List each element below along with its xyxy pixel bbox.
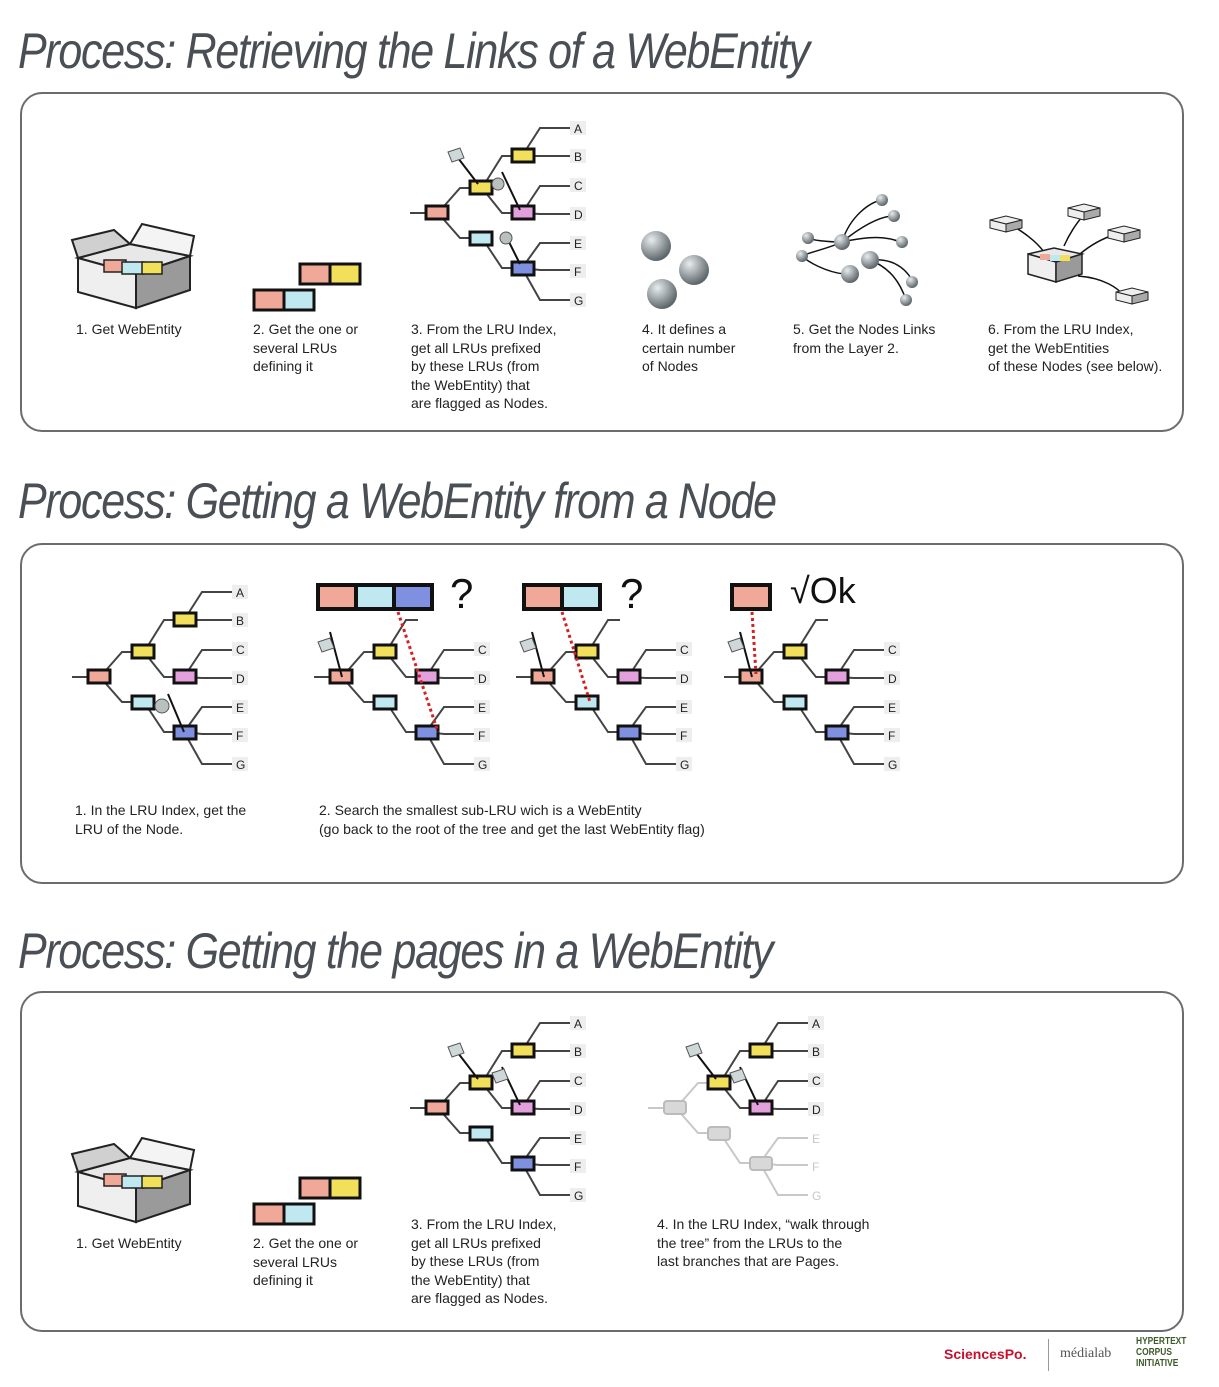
leaf-label: G <box>574 1189 583 1203</box>
leaf-label: B <box>574 150 582 164</box>
leaf-label: C <box>574 179 583 193</box>
leaf-label: C <box>888 643 897 657</box>
leaf-label: F <box>888 729 895 743</box>
lru-tree-diagram: A B C D E F G <box>410 121 586 308</box>
sciencespo-logo: SciencesPo. <box>944 1346 1027 1362</box>
leaf-label: F <box>236 729 243 743</box>
nodes-spheres-icon <box>641 231 709 309</box>
lru-tree-node-diagram: A B C D E F G <box>72 585 248 772</box>
question-mark: ? <box>450 570 474 617</box>
leaf-label: G <box>236 758 245 772</box>
caption-get-webentity: 1. Get WebEntity <box>76 321 182 337</box>
leaf-label: G <box>574 294 583 308</box>
leaf-label: C <box>478 643 487 657</box>
leaf-label: D <box>236 672 245 686</box>
leaf-label: D <box>478 672 487 686</box>
leaf-label: B <box>812 1045 820 1059</box>
leaf-label: C <box>812 1074 821 1088</box>
lru-one-block <box>730 583 772 611</box>
section-title-pages: Process: Getting the pages in a WebEntit… <box>18 923 773 979</box>
leaf-label: C <box>680 643 689 657</box>
lru-tree-search-1: C D E F G <box>314 611 490 772</box>
hci-logo: HYPERTEXT CORPUS INITIATIVE <box>1136 1335 1187 1369</box>
leaf-label: E <box>574 237 582 251</box>
lru-tree-search-2: C D E F G <box>516 611 692 772</box>
leaf-label-faded: G <box>812 1189 821 1203</box>
caption-get-lrus: 2. Get the one or several LRUs defining … <box>253 321 359 374</box>
lru-tree-walk-diagram: A B C D E F G <box>648 1016 824 1203</box>
logo-divider <box>1048 1339 1049 1371</box>
leaf-label: D <box>680 672 689 686</box>
leaf-label: A <box>574 1017 582 1031</box>
caption-walk-tree: 4. In the LRU Index, “walk through the t… <box>657 1216 870 1269</box>
caption-defines-nodes: 4. It defines a certain number of Nodes <box>642 321 736 374</box>
leaf-label: F <box>574 265 581 279</box>
leaf-label-faded: E <box>812 1132 820 1146</box>
leaf-label: C <box>236 643 245 657</box>
webentity-box-icon <box>70 222 196 310</box>
caption-lru-index-nodes: 3. From the LRU Index, get all LRUs pref… <box>411 321 557 411</box>
leaf-label: G <box>888 758 897 772</box>
ok-label: √Ok <box>790 570 856 611</box>
question-mark: ? <box>620 570 644 617</box>
leaf-label: F <box>574 1160 581 1174</box>
leaf-label: G <box>680 758 689 772</box>
leaf-label: E <box>478 701 486 715</box>
leaf-label: E <box>236 701 244 715</box>
caption-lru-index-nodes: 3. From the LRU Index, get all LRUs pref… <box>411 1216 557 1306</box>
caption-get-lrus: 2. Get the one or several LRUs defining … <box>253 1235 359 1288</box>
leaf-label: A <box>812 1017 820 1031</box>
leaf-label: B <box>574 1045 582 1059</box>
lru-tree-diagram: A B C D E F G <box>410 1016 586 1203</box>
medialab-logo: médialab <box>1060 1346 1112 1361</box>
section-title-links: Process: Retrieving the Links of a WebEn… <box>18 23 810 79</box>
leaf-label: D <box>574 1103 583 1117</box>
leaf-label: A <box>236 586 244 600</box>
caption-node-links: 5. Get the Nodes Links from the Layer 2. <box>793 321 936 356</box>
leaf-label: C <box>574 1074 583 1088</box>
caption-get-webentity: 1. Get WebEntity <box>76 1235 182 1251</box>
webentity-box-icon <box>70 1136 196 1224</box>
lru-tree-search-3: C D E F G <box>724 611 900 772</box>
leaf-label: A <box>574 122 582 136</box>
leaf-label: D <box>812 1103 821 1117</box>
panel-links <box>20 92 1184 432</box>
leaf-label: E <box>888 701 896 715</box>
leaf-label: E <box>680 701 688 715</box>
leaf-label: D <box>888 672 897 686</box>
lru-two-block <box>522 583 602 611</box>
lru-three-block <box>316 583 434 611</box>
caption-get-webentities: 6. From the LRU Index, get the WebEntiti… <box>988 321 1163 374</box>
panel-pages <box>20 991 1184 1332</box>
lru-blocks-icon <box>252 262 362 312</box>
lru-blocks-icon <box>252 1176 362 1226</box>
leaf-label: G <box>478 758 487 772</box>
leaf-label-faded: F <box>812 1160 819 1174</box>
leaf-label: F <box>478 729 485 743</box>
leaf-label: F <box>680 729 687 743</box>
caption-search-sub-lru: 2. Search the smallest sub-LRU wich is a… <box>319 802 705 837</box>
section-title-webentity-from-node: Process: Getting a WebEntity from a Node <box>18 473 777 529</box>
leaf-label: E <box>574 1132 582 1146</box>
caption-node-lru: 1. In the LRU Index, get the LRU of the … <box>75 802 247 837</box>
leaf-label: D <box>574 208 583 222</box>
node-links-graph <box>796 194 918 306</box>
webentities-graph-icon <box>989 203 1149 305</box>
leaf-label: B <box>236 614 244 628</box>
